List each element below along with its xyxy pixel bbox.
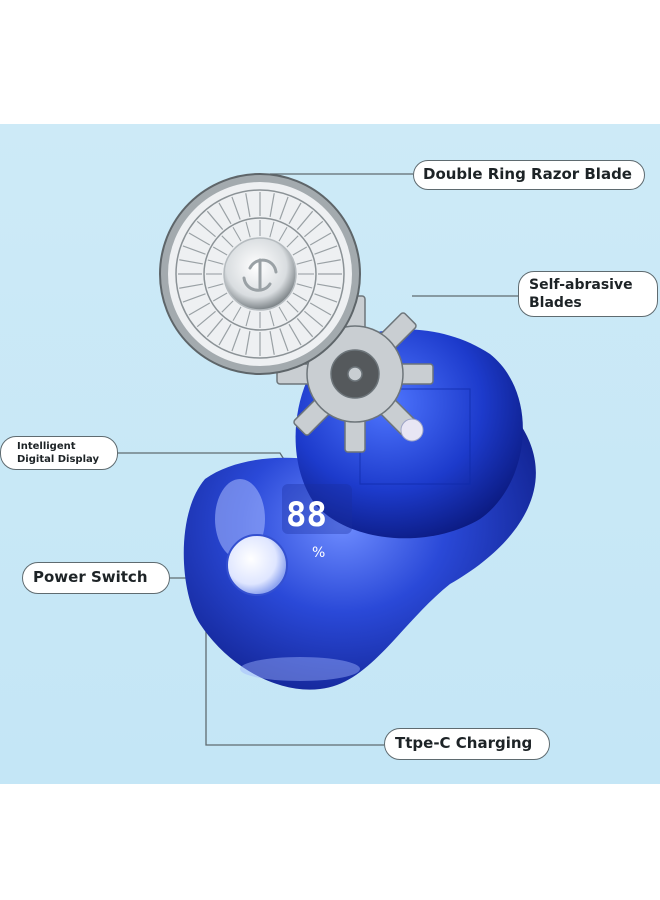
connector-lines [118, 173, 518, 746]
label-text-charging: Ttpe-C Charging [395, 734, 533, 752]
label-text-self-abrasive-1: Self-abrasive [529, 277, 633, 293]
label-text-double-ring: Double Ring Razor Blade [423, 165, 632, 183]
inner-blade-ring [206, 220, 314, 328]
label-text-intelligent-2: Digital Display [17, 454, 99, 465]
label-text-power-switch: Power Switch [33, 568, 148, 586]
razor-head [159, 173, 361, 375]
label-type-c-charging: Ttpe-C Charging [384, 728, 550, 760]
label-double-ring-razor-blade: Double Ring Razor Blade [413, 160, 645, 190]
label-text-intelligent-1: Intelligent [17, 441, 76, 452]
label-power-switch: Power Switch [22, 562, 170, 594]
display-reading: 88 [286, 495, 327, 535]
label-intelligent-digital-display: Intelligent Digital Display [0, 436, 118, 470]
label-self-abrasive-blades: Self-abrasive Blades [518, 271, 658, 317]
digital-display [282, 484, 352, 534]
connector-charge [205, 619, 384, 746]
power-button[interactable] [226, 534, 288, 596]
product-panel: 88 % Double Ring Razor Blade Self-abrasi… [0, 124, 660, 784]
display-unit: % [312, 545, 325, 561]
label-text-self-abrasive-2: Blades [529, 295, 582, 311]
pearl-detail [400, 418, 424, 442]
shaver-illustration: 88 % [118, 173, 536, 746]
outer-blade-ring [178, 192, 342, 356]
center-logo-icon [242, 258, 278, 292]
